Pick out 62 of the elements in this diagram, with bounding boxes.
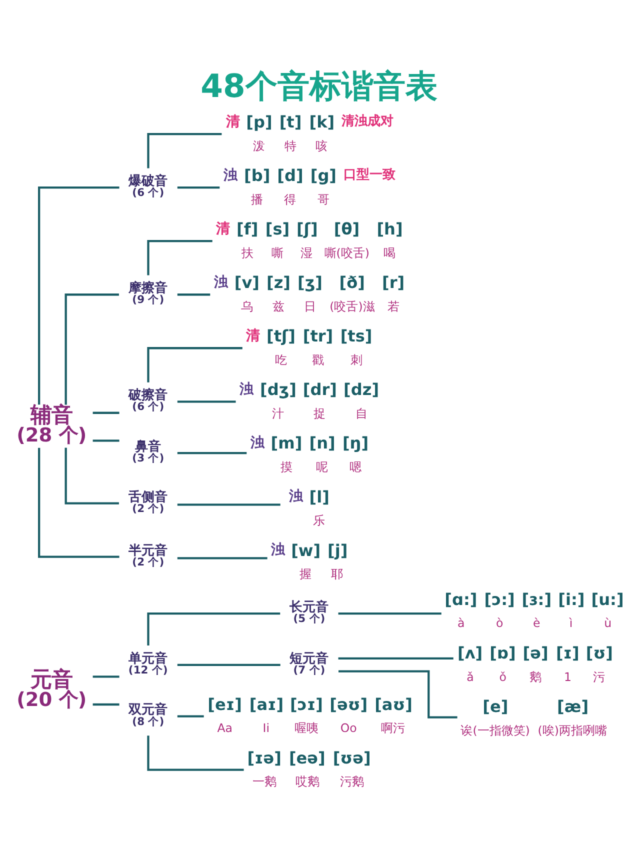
node-label: 口型一致 [344, 167, 396, 182]
node-text: 短元音 (7 个) [290, 650, 328, 676]
node-label: 浊 [240, 381, 254, 398]
node-text: 爆破音 (6 个) [128, 174, 168, 199]
node-text: [b] [d] [g] 播 得 哥 [244, 166, 337, 206]
connector [38, 186, 120, 404]
node-text: [f] [s] [ʃ] [θ] [h] 扶 嘶 湿 嘶(咬舌) 喝 [236, 219, 403, 260]
node-text: 半元音 (2 个) [128, 542, 168, 568]
node-text: [tʃ] [tr] [ts] 吃 戳 刺 [266, 326, 372, 366]
node-text: [ʌ] [ɒ] [ə] [ɪ] [ʊ] ǎ ǒ 鹅 1 污 [458, 642, 614, 684]
connector [177, 293, 210, 296]
node-text: [ɑ:] [ɔ:] [ɜ:] [i:] [u:] à ò è ì ù [444, 589, 624, 630]
connector [338, 670, 458, 718]
connector [177, 451, 247, 454]
connector [92, 411, 120, 414]
node-text: [v] [z] [ʒ] [ð] [r] 乌 兹 日 (咬舌)滋 若 [234, 272, 405, 313]
connector [177, 503, 280, 506]
node-label: 清 [246, 328, 260, 344]
node-text: [m] [n] [ŋ] 摸 呢 嗯 [270, 433, 369, 474]
connector [177, 714, 204, 717]
node-text: 鼻音 (3 个) [132, 438, 164, 464]
node-text: [p] [t] [k] 泼 特 咳 [246, 112, 335, 152]
node-text: [l] 乐 [309, 486, 330, 527]
node-text: [w] [j] 握 耶 [291, 540, 348, 581]
connector [177, 400, 236, 402]
connector [92, 439, 120, 442]
node-text: 长元音 (5 个) [290, 599, 328, 625]
node-text: [ɪə] [eə] [ʊə] 一鹅 哎鹅 污鹅 [247, 748, 371, 788]
node-text: 摩擦音 (9 个) [128, 280, 168, 306]
diagram-title: 48个音标谐音表 [200, 66, 438, 105]
node-label: 清 [216, 220, 230, 236]
connector [92, 675, 120, 678]
node-label: 清 [226, 113, 240, 130]
node-text: [e] [æ] 诶(一指微笑) (唉)两指咧嘴 [460, 696, 607, 737]
connector [147, 612, 280, 645]
connector [338, 656, 454, 660]
connector [64, 293, 119, 404]
connector [177, 186, 220, 188]
node-text: 双元音 (8 个) [128, 702, 168, 728]
node-text: 破擦音 (6 个) [128, 388, 168, 413]
node-text: 舌侧音 (2 个) [128, 489, 168, 514]
node-text: [eɪ] [aɪ] [ɔɪ] [əʊ] [aʊ] Aa Ii 喔咦 Oo 啊污 [208, 694, 412, 735]
connector [147, 735, 244, 770]
node-label: 浊 [270, 542, 285, 558]
connector [338, 612, 442, 614]
connector [177, 556, 268, 559]
node-text: [dʒ] [dr] [dz] 汁 捉 自 [260, 380, 380, 420]
connector [92, 702, 120, 706]
connector [147, 132, 222, 168]
node-label: 浊 [288, 488, 303, 504]
connector [177, 663, 280, 666]
connector [64, 447, 119, 504]
node-text: 辅音 (28 个) [16, 402, 87, 446]
connector [147, 346, 242, 382]
connector [147, 240, 212, 275]
node-label: 浊 [214, 274, 228, 290]
node-label: 浊 [224, 166, 238, 183]
node-label: 清浊成对 [341, 114, 394, 129]
node-label: 浊 [250, 434, 264, 451]
node-text: 元音 (20 个) [16, 666, 87, 710]
connector [38, 447, 120, 558]
node-text: 单元音 (12 个) [128, 650, 168, 676]
